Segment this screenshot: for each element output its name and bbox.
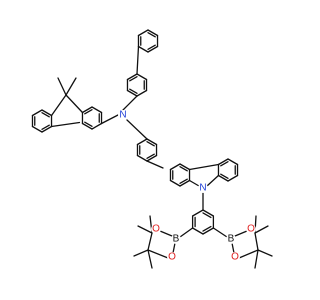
biphenyl-ring-top <box>137 45 149 53</box>
carbazole-ring-right <box>217 158 229 166</box>
carbazole-ring-right <box>227 158 239 166</box>
atom-labels: N N B B O O O <box>118 110 256 263</box>
fluorene-ring-left <box>31 109 43 117</box>
biphenyl-ring-bottom <box>129 75 138 82</box>
fluorene-ring-left <box>41 124 50 131</box>
carbazole-ring-right <box>227 174 239 182</box>
boron-left: B <box>171 234 181 245</box>
oxygen-2: O <box>167 252 177 263</box>
fluorene-ring-left <box>41 109 53 117</box>
oxygen-1: O <box>151 224 161 235</box>
boronate-bond <box>159 230 173 237</box>
fluorene-ring-right <box>81 106 93 114</box>
boronate-bond <box>172 242 176 254</box>
fluorene-ring-right <box>91 122 103 130</box>
biphenyl-ring-bottom <box>136 89 148 97</box>
amine-to-fluorene-bond <box>100 114 119 125</box>
carbazole-n-bond <box>206 174 220 187</box>
bis-boryl-phenyl-ring <box>202 227 215 235</box>
fluorene-biaryl-bond <box>50 121 81 128</box>
biphenyl-link-bond <box>136 45 140 75</box>
carbazole-ring-left <box>169 163 181 171</box>
phenylene-to-carbazole-bond <box>146 160 164 169</box>
phenylene-ring <box>136 138 148 146</box>
methyl-bond <box>65 77 77 96</box>
carbazole-ring-left <box>169 179 181 187</box>
boron-right: B <box>226 234 236 245</box>
carbazole-ring-left <box>179 163 191 171</box>
methyl-bond <box>257 249 273 257</box>
amine-nitrogen-label: N <box>119 110 126 121</box>
boronate-bond <box>254 232 259 251</box>
fluorene-ring-left <box>31 125 43 133</box>
oxygen-3: O <box>246 224 256 235</box>
oxygen-4: O <box>230 252 240 263</box>
oxygen-4-label: O <box>231 252 239 263</box>
oxygen-1-label: O <box>152 224 160 235</box>
biphenyl-ring-bottom <box>126 73 138 81</box>
amine-to-phenylene-bond <box>126 119 148 140</box>
bis-boryl-phenyl-ring <box>191 227 204 235</box>
fluorene-bridge-bond <box>50 94 67 117</box>
bis-boryl-phenyl-ring <box>202 212 212 219</box>
phenyl-to-boron-bond <box>179 227 194 238</box>
oxygen-3-label: O <box>247 224 255 235</box>
methyl-bond <box>133 249 149 257</box>
boron-left-label: B <box>173 234 180 245</box>
carbazole-ring-right <box>217 174 229 182</box>
fluorene-ring-right <box>91 106 103 114</box>
biphenyl-ring-bottom <box>126 89 138 97</box>
phenylene-ring <box>136 154 148 162</box>
methyl-bond <box>147 249 153 269</box>
carbazole-ring-left <box>179 178 188 185</box>
biphenyl-ring-top <box>147 45 159 53</box>
oxygen-2-label: O <box>168 252 176 263</box>
boronate-bond <box>147 249 169 259</box>
biphenyl-ring-top <box>137 29 149 37</box>
boron-right-label: B <box>228 234 235 245</box>
biphenyl-ring-bottom <box>136 73 148 81</box>
methyl-bond <box>57 77 67 96</box>
carbazole-nitrogen: N <box>198 183 208 194</box>
fluorene-bridge-bond <box>65 94 84 114</box>
fluorene-ring-right <box>81 122 93 130</box>
methyl-bond <box>137 225 153 234</box>
phenyl-to-boron-bond <box>212 227 228 238</box>
carbazole-ring-left <box>179 179 191 187</box>
carbazole-nitrogen-label: N <box>199 183 206 194</box>
biphenyl-ring-top <box>147 29 159 37</box>
boronate-bond <box>231 242 235 254</box>
phenylene-ring <box>146 138 158 146</box>
molecule-canvas: N N B B O O O <box>31 29 273 269</box>
methyl-bond <box>254 249 259 269</box>
carbazole-ring-left <box>179 165 188 172</box>
carbazole-n-bond <box>188 179 200 187</box>
phenylene-ring <box>146 154 158 162</box>
amine-to-biphenyl-bond <box>122 95 138 111</box>
fluorene-ring-left <box>41 111 50 118</box>
boronate-bond <box>147 232 153 251</box>
amine-nitrogen: N <box>118 110 128 121</box>
boronate-bond <box>238 249 259 259</box>
phenylene-ring <box>146 153 155 160</box>
phenylene-ring <box>146 140 155 147</box>
carbazole-ring-right <box>220 173 229 180</box>
biphenyl-ring-top <box>147 31 156 38</box>
methyl-bond <box>254 225 269 234</box>
carbazole-ring-right <box>220 160 229 167</box>
fluorene-ring-left <box>41 125 53 133</box>
fluorene-ring-right <box>84 121 93 128</box>
molecule-structure: N N B B O O O <box>31 29 273 269</box>
carbazole-biaryl-bond <box>188 163 220 171</box>
bond-lines <box>31 29 273 269</box>
boronate-bond <box>234 230 248 237</box>
bis-boryl-phenyl-ring <box>202 209 215 217</box>
fluorene-ring-right <box>84 108 93 115</box>
bis-boryl-phenyl-ring <box>202 225 212 232</box>
biphenyl-ring-bottom <box>129 88 138 95</box>
bis-boryl-phenyl-ring <box>191 209 204 217</box>
biphenyl-ring-top <box>147 44 156 51</box>
